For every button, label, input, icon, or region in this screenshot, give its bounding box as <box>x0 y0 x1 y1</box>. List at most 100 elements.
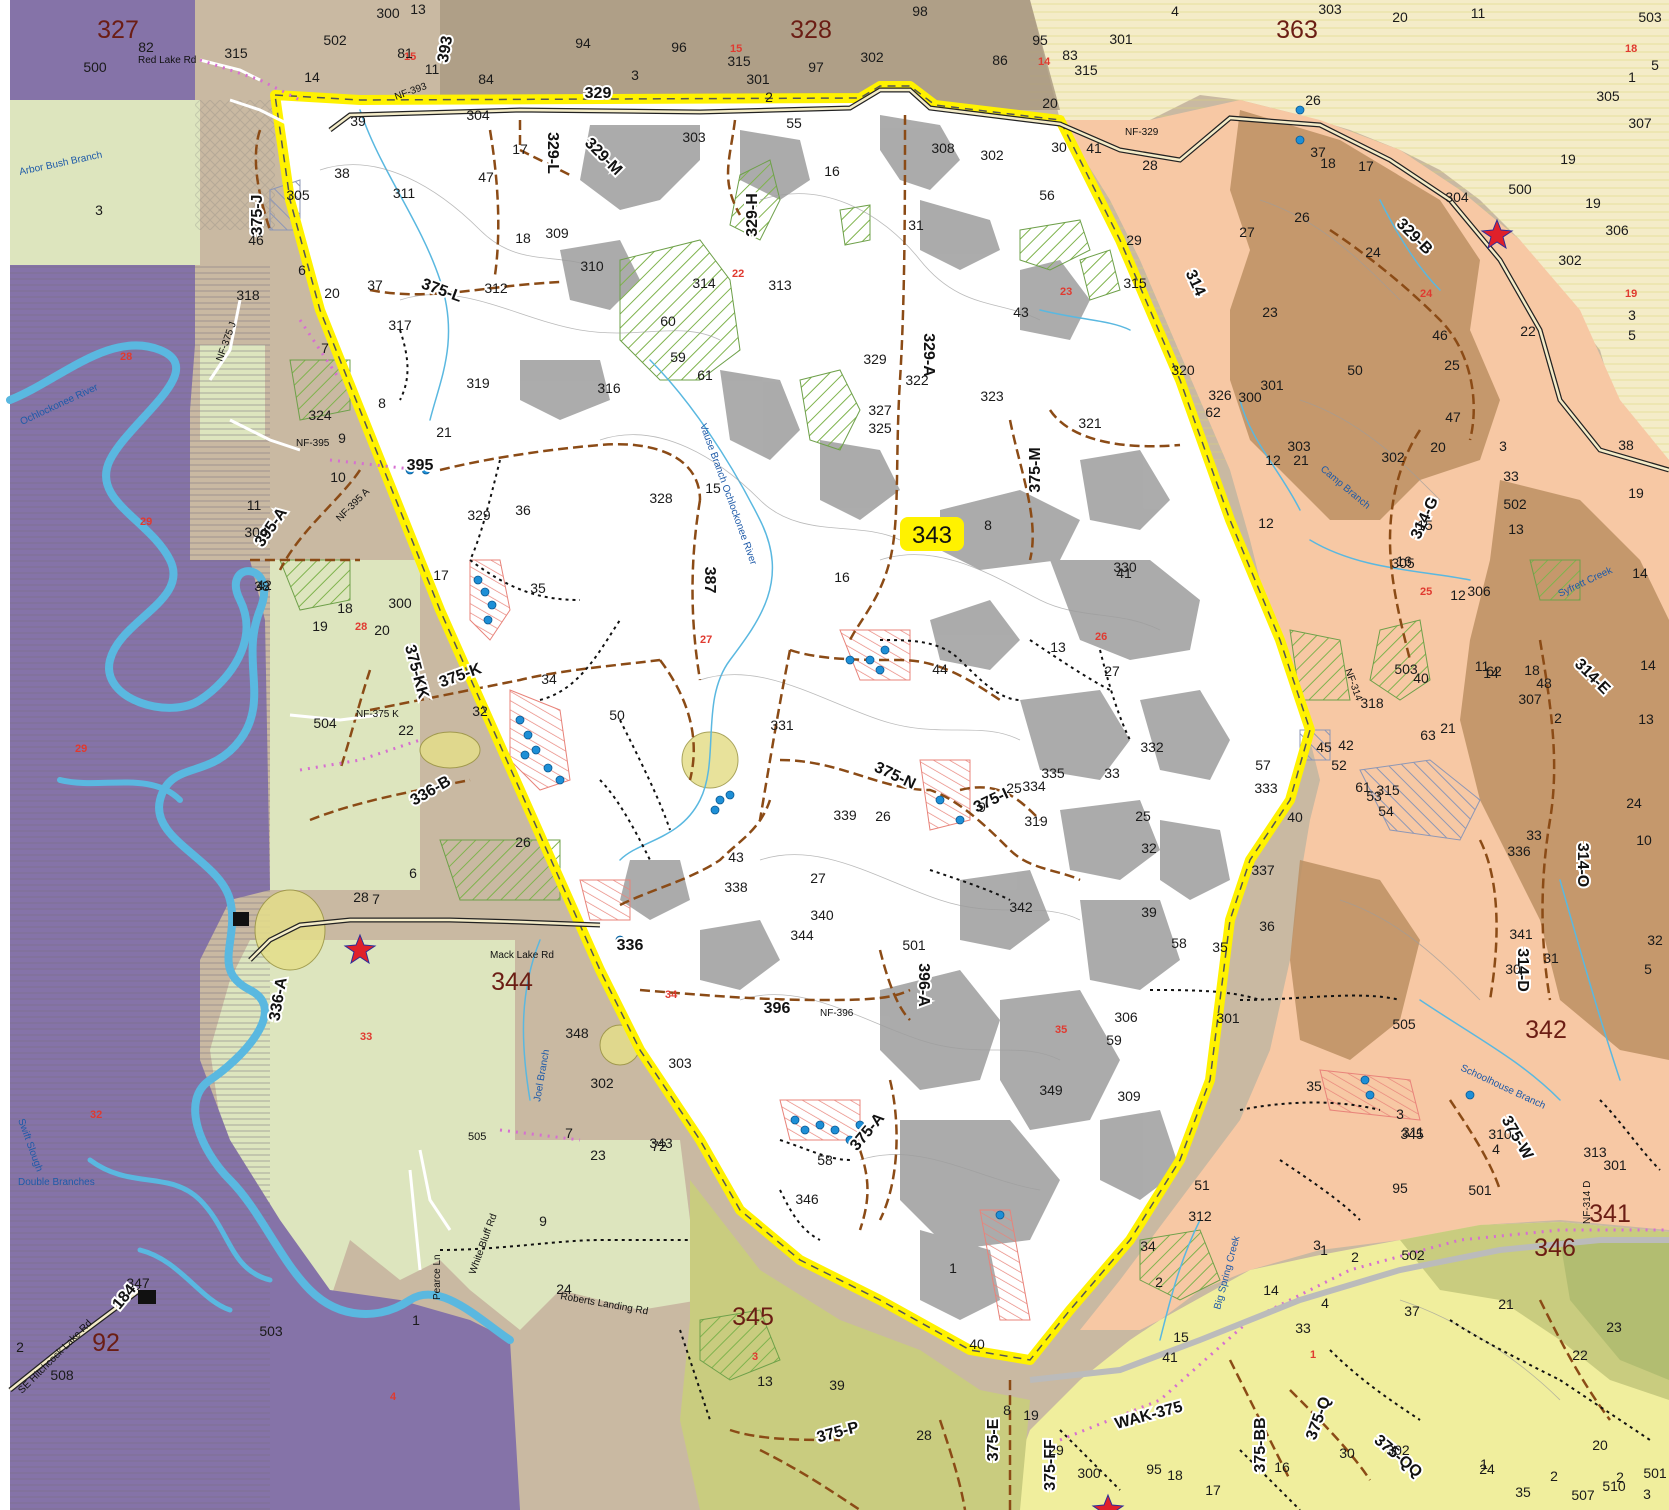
section-number: 24 <box>1420 288 1433 300</box>
stand-number: 29 <box>1048 1442 1064 1458</box>
stand-number: 38 <box>334 165 350 181</box>
stand-number: 26 <box>515 834 531 850</box>
gray-patches <box>520 115 1230 1320</box>
water-features <box>6 109 1621 1344</box>
stand-number: 3 <box>1313 1237 1321 1253</box>
road-label: 396-A <box>915 963 932 1007</box>
stand-number: 302 <box>980 147 1004 163</box>
stand-number: 86 <box>992 52 1008 68</box>
stand-number: 19 <box>312 618 328 634</box>
stand-number: 16 <box>1274 1459 1290 1475</box>
stand-number: 302 <box>860 49 884 65</box>
stand-number: 325 <box>868 420 892 436</box>
stand-number: 344 <box>790 927 814 943</box>
stand-number: 313 <box>1583 1144 1607 1160</box>
stand-number: 301 <box>1216 1010 1240 1026</box>
land-brown-east-1 <box>1230 110 1500 520</box>
stand-number: 304 <box>466 107 490 123</box>
stand-number: 12 <box>1265 452 1281 468</box>
stand-number: 25 <box>1006 780 1022 796</box>
stand-number: 501 <box>1643 1465 1667 1481</box>
stand-number: 5 <box>1651 57 1659 73</box>
stand-number: 26 <box>1305 92 1321 108</box>
stand-number: 3 <box>95 202 103 218</box>
stand-number: 501 <box>902 937 926 953</box>
stand-number: 319 <box>466 375 490 391</box>
stand-number: 504 <box>313 715 337 731</box>
stand-number: 312 <box>484 280 508 296</box>
stand-number: 95 <box>1146 1461 1162 1477</box>
stand-number: 14 <box>1483 665 1499 681</box>
stand-number: 336 <box>1507 843 1531 859</box>
road-label: 375-J <box>249 195 266 236</box>
stand-number: 3 <box>1643 1486 1651 1502</box>
stand-number: 315 <box>1123 275 1147 291</box>
stand-number: 321 <box>1078 415 1102 431</box>
stand-number: 61 <box>697 367 713 383</box>
compartment-label: 328 <box>790 16 832 44</box>
section-number: 14 <box>1038 56 1051 68</box>
stand-number: 53 <box>1366 788 1382 804</box>
stand-number: 329 <box>467 507 491 523</box>
stand-number: 42 <box>256 577 272 593</box>
stand-number: 45 <box>1316 739 1332 755</box>
section-number: 33 <box>360 1031 372 1043</box>
stand-number: 18 <box>1320 155 1336 171</box>
stand-number: 22 <box>1520 323 1536 339</box>
stand-number: 22 <box>1572 1347 1588 1363</box>
stand-number: 347 <box>126 1275 150 1291</box>
stand-number: 35 <box>530 580 546 596</box>
selected-compartment-label[interactable]: 343 <box>912 522 952 549</box>
stand-number: 39 <box>1141 904 1157 920</box>
stand-number: 331 <box>770 717 794 733</box>
land-light-green-south <box>210 940 700 1330</box>
stand-number: 32 <box>472 703 488 719</box>
stand-number: 6 <box>298 262 306 278</box>
stand-number: 502 <box>1503 496 1527 512</box>
stand-number: 24 <box>1479 1461 1495 1477</box>
stand-number: 301 <box>1109 31 1133 47</box>
stand-number: 13 <box>1050 639 1066 655</box>
stand-number: 47 <box>1445 409 1461 425</box>
stand-number: 11 <box>1475 658 1490 674</box>
stand-number: 82 <box>138 39 154 55</box>
stand-number: 47 <box>478 169 494 185</box>
stand-number: 44 <box>932 661 948 677</box>
stand-number: 330 <box>1113 559 1137 575</box>
stand-number: 12 <box>1258 515 1274 531</box>
stand-number: 16 <box>824 163 840 179</box>
stand-number: 500 <box>83 59 107 75</box>
stand-number: 54 <box>1378 803 1394 819</box>
road-name: Pearce Ln <box>432 1254 443 1300</box>
road-label: 395 <box>407 457 434 474</box>
road-label: 329 <box>585 85 612 102</box>
stand-number: 46 <box>248 232 264 248</box>
stand-number: 317 <box>388 317 412 333</box>
stand-number: 10 <box>1636 832 1652 848</box>
stand-number: 8 <box>1003 1402 1011 1418</box>
stand-number: 305 <box>1391 555 1415 571</box>
road-name: Mack Lake Rd <box>490 950 554 961</box>
stand-number: 342 <box>1009 899 1033 915</box>
stand-number: 319 <box>1024 813 1048 829</box>
road-label: 375-FF <box>1042 1439 1059 1491</box>
stand-number: 28 <box>353 889 369 905</box>
stand-number: 14 <box>1263 1282 1279 1298</box>
stand-number: 43 <box>728 849 744 865</box>
stand-number: 27 <box>1104 663 1120 679</box>
stand-number: 14 <box>304 69 320 85</box>
stand-number: 17 <box>1205 1482 1221 1498</box>
red-hatched-stands <box>469 559 1421 1321</box>
road-name: NF-396 <box>820 1008 854 1019</box>
stand-number: 38 <box>1618 437 1634 453</box>
road-name: NF-314 D <box>1582 1181 1593 1224</box>
stand-number: 300 <box>376 5 400 21</box>
stand-number: 16 <box>1396 553 1412 569</box>
stand-number: 23 <box>1606 1319 1622 1335</box>
stand-number: 57 <box>1255 757 1271 773</box>
stand-number: 11 <box>1471 5 1486 21</box>
stand-number: 96 <box>671 39 687 55</box>
stand-number: 81 <box>397 45 413 61</box>
stand-number: 326 <box>1208 387 1232 403</box>
